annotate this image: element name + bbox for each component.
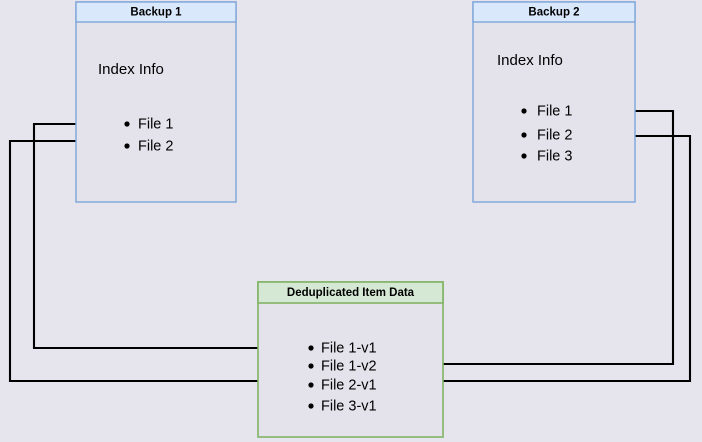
dedup-item-3: File 3-v1 bbox=[321, 398, 377, 414]
backup2-item-1: File 2 bbox=[537, 127, 572, 143]
backup1-subtitle: Index Info bbox=[98, 61, 164, 78]
dedup-item-0: File 1-v1 bbox=[321, 340, 377, 356]
backup2-item-2: File 3 bbox=[537, 148, 572, 164]
dedup-title: Deduplicated Item Data bbox=[287, 287, 415, 299]
backup1-bullet-0 bbox=[124, 121, 130, 127]
backup2-item-0: File 1 bbox=[537, 103, 572, 119]
dedup-bullet-1 bbox=[308, 363, 314, 369]
backup2-bullet-0 bbox=[521, 108, 527, 114]
node-dedup[interactable]: Deduplicated Item Data File 1-v1 File 1-… bbox=[257, 281, 444, 438]
dedup-bullet-0 bbox=[308, 345, 314, 351]
backup1-item-0: File 1 bbox=[138, 116, 173, 132]
connector-backup2-file2 bbox=[400, 134, 692, 383]
backup1-header bbox=[75, 1, 237, 23]
backup2-header bbox=[472, 1, 636, 23]
dedup-header bbox=[257, 281, 444, 304]
backup1-title: Backup 1 bbox=[130, 7, 182, 19]
backup2-subtitle: Index Info bbox=[497, 52, 563, 69]
backup2-bullet-1 bbox=[521, 132, 527, 138]
connector-backup1-file2 bbox=[8, 139, 297, 383]
dedup-body bbox=[257, 281, 444, 438]
node-backup2[interactable]: Backup 2 Index Info File 1 File 2 File 3 bbox=[472, 1, 636, 203]
backup2-body bbox=[472, 1, 636, 203]
dedup-bullet-2 bbox=[308, 382, 314, 388]
backup2-bullet-2 bbox=[521, 153, 527, 159]
backup1-body bbox=[75, 1, 237, 203]
dedup-bullet-3 bbox=[308, 403, 314, 409]
backup1-bullet-1 bbox=[124, 143, 130, 149]
dedup-item-1: File 1-v2 bbox=[321, 358, 377, 374]
node-backup1[interactable]: Backup 1 Index Info File 1 File 2 bbox=[75, 1, 237, 203]
dedup-item-2: File 2-v1 bbox=[321, 377, 377, 393]
backup1-item-1: File 2 bbox=[138, 138, 173, 154]
backup2-title: Backup 2 bbox=[528, 7, 579, 19]
